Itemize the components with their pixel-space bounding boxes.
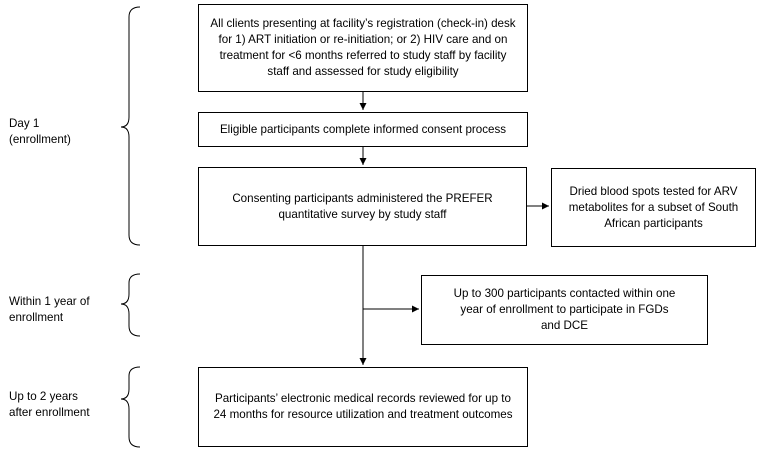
fgd-dce-box: Up to 300 participants contacted within … [421, 275, 708, 345]
brace-within-1-year [120, 273, 141, 337]
phase-label-within-1-year: Within 1 year of enrollment [9, 295, 90, 324]
survey-box: Consenting participants administered the… [198, 167, 527, 246]
phase-label-up-to-2-years: Up to 2 years after enrollment [9, 390, 90, 419]
screening-box: All clients presenting at facility’s reg… [198, 4, 528, 92]
phase-label-day1: Day 1 (enrollment) [9, 117, 71, 146]
brace-up-to-2-years [120, 366, 141, 448]
brace-day1 [120, 6, 141, 246]
records-box: Participants’ electronic medical records… [198, 367, 528, 447]
blood-spots-box: Dried blood spots tested for ARV metabol… [551, 168, 756, 247]
consent-box: Eligible participants complete informed … [198, 112, 528, 147]
